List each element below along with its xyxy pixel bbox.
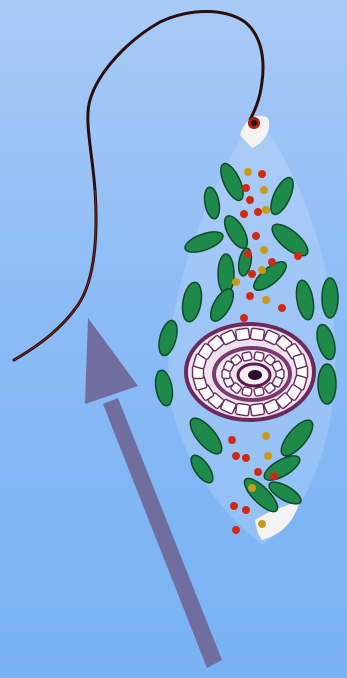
seed-bead bbox=[232, 452, 240, 460]
medallion-tile bbox=[250, 328, 264, 341]
seed-bead bbox=[244, 168, 252, 176]
seed-bead bbox=[252, 232, 260, 240]
seed-bead bbox=[254, 468, 262, 476]
seed-bead bbox=[264, 452, 272, 460]
seed-bead bbox=[242, 184, 250, 192]
medallion-tile bbox=[254, 352, 265, 362]
seed-bead bbox=[294, 252, 302, 260]
seed-bead bbox=[240, 314, 248, 322]
seed-bead bbox=[240, 210, 248, 218]
seed-bead bbox=[260, 186, 268, 194]
seed-bead bbox=[248, 484, 256, 492]
center-medallion bbox=[184, 322, 316, 422]
medallion-tile bbox=[242, 387, 253, 397]
seed-bead bbox=[242, 506, 250, 514]
seed-bead bbox=[270, 472, 278, 480]
seed-bead bbox=[278, 304, 286, 312]
medallion-tile bbox=[242, 352, 253, 362]
seed-bead bbox=[242, 454, 250, 462]
seed-bead bbox=[248, 270, 256, 278]
seed-bead bbox=[254, 208, 262, 216]
seed-bead bbox=[232, 278, 240, 286]
medallion-tile bbox=[235, 403, 249, 416]
leaf-bead bbox=[322, 278, 338, 318]
leaf-bead bbox=[218, 254, 234, 294]
seed-bead bbox=[246, 292, 254, 300]
seed-bead bbox=[258, 170, 266, 178]
seed-bead bbox=[262, 206, 270, 214]
medallion-tile bbox=[250, 403, 264, 416]
seed-bead bbox=[258, 520, 266, 528]
seed-bead bbox=[262, 296, 270, 304]
medallion-tile bbox=[235, 328, 249, 341]
leaf-bead bbox=[318, 364, 336, 404]
seed-bead bbox=[246, 196, 254, 204]
medallion-tile bbox=[254, 387, 265, 397]
seed-bead bbox=[228, 436, 236, 444]
seed-bead bbox=[262, 432, 270, 440]
seed-bead bbox=[232, 526, 240, 534]
seed-bead bbox=[230, 502, 238, 510]
seed-bead bbox=[244, 250, 252, 258]
seed-bead bbox=[258, 266, 266, 274]
seed-bead bbox=[268, 258, 276, 266]
seed-bead bbox=[260, 246, 268, 254]
